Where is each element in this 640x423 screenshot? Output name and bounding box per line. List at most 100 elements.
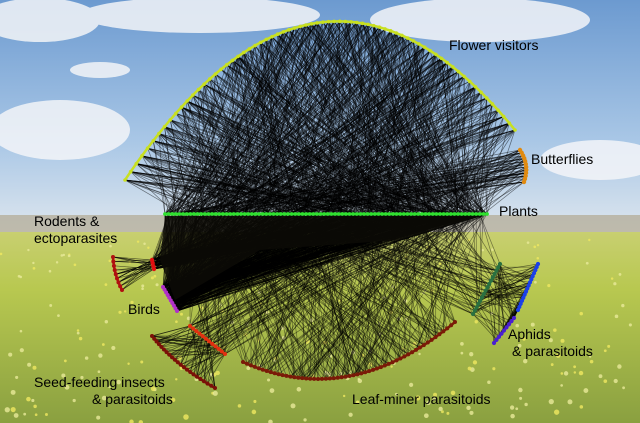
leaf-miner-node — [425, 340, 430, 345]
flower-dot — [101, 395, 107, 401]
flower-visitor-node — [434, 52, 438, 57]
flower-visitor-node — [377, 25, 382, 29]
aphid-hyperparasitoid-node — [501, 328, 507, 333]
leaf-miner-node — [327, 376, 332, 381]
seed-parasitoid-node — [201, 379, 206, 384]
flower-visitor-node — [501, 114, 506, 119]
aphid-node — [487, 281, 492, 287]
interaction-edge — [461, 172, 527, 215]
interaction-edge — [487, 287, 512, 322]
rodent-node — [151, 266, 157, 272]
interaction-edge — [190, 29, 290, 215]
interaction-edge — [224, 213, 448, 355]
flower-dot — [394, 392, 398, 396]
flower-dot — [246, 328, 250, 332]
interaction-edge — [384, 213, 430, 366]
flower-dot — [536, 256, 540, 260]
leaf-miner-node — [374, 366, 379, 371]
flower-dot — [265, 310, 269, 315]
label-aphids-line2: & parasitoids — [512, 343, 593, 359]
interaction-edge — [446, 213, 494, 278]
interaction-edge — [174, 330, 197, 360]
flower-dot — [423, 289, 427, 292]
flower-dot — [585, 261, 589, 265]
plant-node — [307, 212, 312, 216]
interaction-edge — [480, 92, 488, 215]
flower-dot — [614, 314, 619, 319]
plant-node — [293, 212, 298, 216]
interaction-edge — [302, 213, 462, 379]
leaf-miner-node — [268, 370, 273, 375]
flower-dot — [328, 354, 333, 358]
flower-visitor-node — [230, 58, 235, 63]
plant-node — [315, 212, 319, 216]
plant-node — [235, 212, 240, 216]
interaction-edge — [311, 23, 343, 215]
interaction-edge — [158, 133, 166, 215]
leaf-miner-node — [359, 371, 364, 376]
flower-visitor-node — [343, 19, 348, 24]
interaction-edge — [164, 126, 253, 215]
plant-node — [166, 212, 171, 216]
aphid-hyperparasitoid-node — [511, 315, 517, 321]
interaction-edge — [112, 256, 153, 261]
leaf-miner-node — [304, 376, 309, 381]
plant-node — [231, 212, 236, 216]
interaction-edge — [246, 213, 484, 365]
plant-node — [387, 212, 392, 216]
leaf-miner-node — [347, 374, 352, 378]
interaction-edge — [115, 265, 154, 275]
interaction-edge — [205, 213, 473, 340]
flower-dot — [467, 366, 472, 371]
plant-node — [253, 212, 258, 216]
interaction-edge — [215, 56, 239, 215]
flower-dot — [10, 389, 16, 395]
flower-dot — [61, 373, 66, 378]
plant-node — [199, 212, 204, 216]
interaction-edge — [219, 26, 380, 215]
aphid-node — [483, 288, 488, 293]
interaction-edge — [475, 158, 525, 215]
plant-node — [333, 212, 337, 216]
interaction-edge — [298, 46, 425, 215]
flower-dot — [390, 365, 393, 368]
interaction-edge — [415, 213, 466, 351]
flower-visitor-node — [462, 74, 466, 79]
flower-visitor-node — [298, 24, 303, 29]
interaction-edge — [203, 341, 210, 382]
interaction-edge — [156, 335, 203, 342]
leaf-miner-node — [390, 360, 395, 365]
ectoparasite-node — [118, 284, 123, 289]
aphid-node — [488, 278, 494, 283]
flower-visitor-node — [507, 121, 512, 125]
flower-dot — [613, 282, 617, 286]
seed-feeder-node — [223, 352, 227, 356]
flower-dot — [337, 272, 341, 276]
flower-dot — [34, 413, 38, 417]
flower-dot — [404, 299, 408, 303]
interaction-edge — [298, 163, 526, 215]
aphid-hyperparasitoid-node — [491, 340, 497, 346]
label-seed-feeders: Seed-feeding insects& parasitoids — [34, 374, 173, 408]
flower-dot — [356, 400, 360, 404]
seed-feeder-node — [219, 349, 224, 354]
interaction-edge — [190, 172, 527, 215]
interaction-edge — [237, 50, 431, 215]
interaction-edge — [472, 313, 500, 338]
aphid-node — [470, 311, 476, 317]
leaf-miner-node — [264, 368, 269, 373]
plant-node — [213, 212, 218, 216]
interaction-edge — [262, 24, 307, 215]
interaction-edge — [266, 213, 455, 372]
flower-dot — [438, 262, 442, 266]
leaf-miner-node — [386, 361, 391, 366]
seed-parasitoid-node — [184, 367, 189, 372]
flower-visitor-node — [332, 19, 336, 24]
plant-node — [376, 212, 381, 216]
interaction-edge — [199, 213, 488, 334]
flower-visitor-node — [445, 60, 449, 65]
interaction-edge — [435, 213, 437, 338]
flower-dot — [73, 263, 77, 267]
flower-visitor-node — [439, 56, 444, 61]
interaction-edge — [423, 213, 459, 346]
